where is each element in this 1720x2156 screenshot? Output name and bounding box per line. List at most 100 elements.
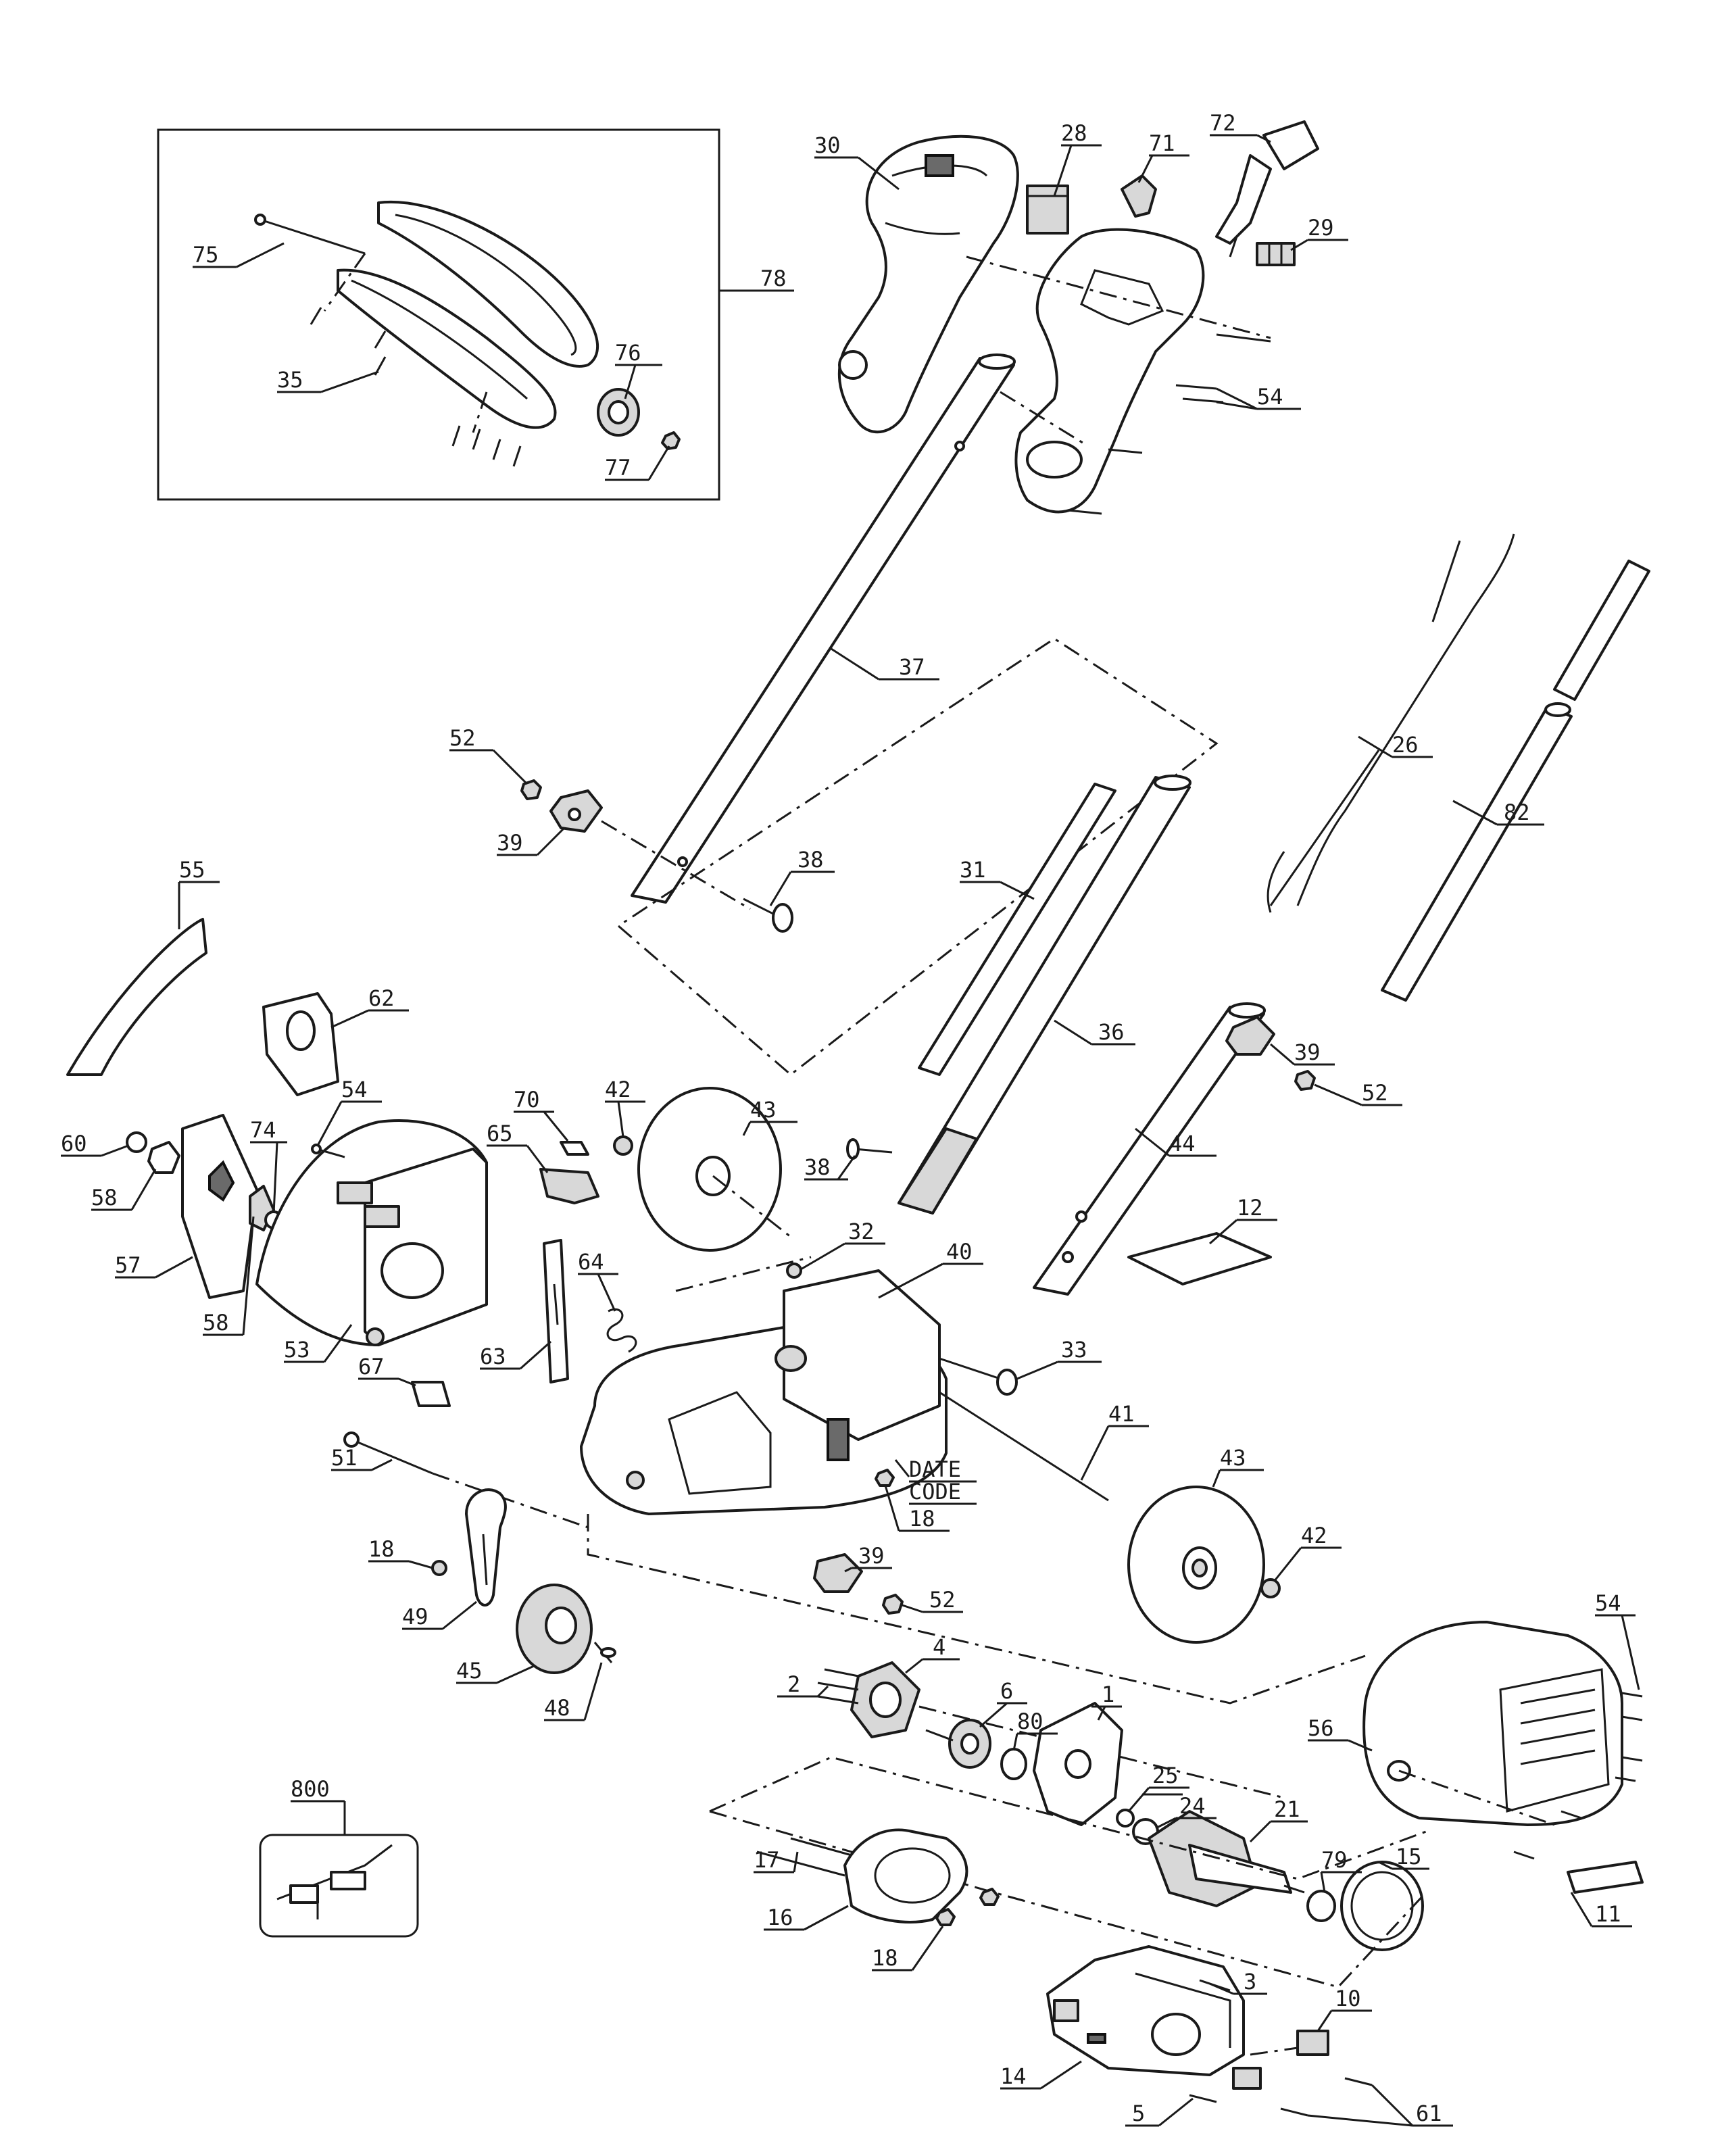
field-screws-17 <box>756 1837 852 1877</box>
label-17: 17 <box>754 1847 780 1873</box>
fan-baffle-part-15 <box>1340 1861 1424 1951</box>
label-40: 40 <box>946 1239 973 1265</box>
label-54c: 54 <box>1595 1590 1621 1616</box>
label-42a: 42 <box>605 1077 631 1102</box>
spring-part-64 <box>606 1308 637 1353</box>
connector-dash <box>1250 2047 1298 2056</box>
wheel-part-45 <box>516 1584 593 1674</box>
cover-screws-54 <box>1398 1692 1643 1860</box>
label-36: 36 <box>1098 1019 1125 1045</box>
cord-clamp-part <box>1121 174 1157 218</box>
terminal-block-part <box>1256 242 1296 266</box>
lower-tube-part <box>898 775 1191 1215</box>
nut-part-18c <box>935 1908 956 1926</box>
handle-cover-part <box>337 200 599 429</box>
washer-part-25 <box>1116 1809 1135 1828</box>
label-55: 55 <box>179 857 205 883</box>
label-52c: 52 <box>929 1587 956 1613</box>
motor-dash-centerline <box>587 1514 1366 1705</box>
label-part-67 <box>411 1381 451 1407</box>
label-74: 74 <box>250 1117 276 1143</box>
label-18b: 18 <box>368 1536 395 1562</box>
label-79: 79 <box>1321 1847 1348 1873</box>
blade-housing-part <box>255 1119 488 1346</box>
tube-group-dash-box <box>618 637 1219 1076</box>
label-43b: 43 <box>1220 1445 1246 1471</box>
field-part-16 <box>843 1828 968 1924</box>
label-82: 82 <box>1504 800 1530 825</box>
bolt-dash-link-51 <box>432 1472 589 1529</box>
field-dash-box-lower <box>709 1810 1427 1988</box>
blade-guard-flap-part <box>66 918 207 1076</box>
connector-part <box>1232 2067 1262 2090</box>
pins-part-61 <box>1280 2077 1373 2117</box>
label-67: 67 <box>358 1354 385 1379</box>
label-44: 44 <box>1169 1131 1196 1156</box>
label-3: 3 <box>1244 1969 1256 1994</box>
label-31: 31 <box>960 857 986 883</box>
label-54a: 54 <box>1257 384 1283 410</box>
lower-handle-tube-part <box>1033 1002 1266 1296</box>
label-10: 10 <box>1335 1986 1361 2011</box>
label-37: 37 <box>899 654 925 680</box>
motor-housing-part-14 <box>1046 1945 1245 2076</box>
service-kit-box <box>259 1834 419 1938</box>
label-11: 11 <box>1595 1901 1621 1927</box>
label-80: 80 <box>1017 1709 1043 1734</box>
knob-part-39a <box>549 789 603 833</box>
nut-part-52b <box>1294 1070 1316 1091</box>
label-30: 30 <box>814 132 841 158</box>
bolt-part-38b <box>846 1138 893 1160</box>
switch-part <box>1026 185 1069 235</box>
label-48: 48 <box>544 1695 570 1721</box>
label-24: 24 <box>1179 1793 1206 1819</box>
bearing-part-80 <box>1000 1748 1027 1780</box>
label-70: 70 <box>514 1087 540 1112</box>
nut-part-52c <box>882 1594 904 1615</box>
motor-cover-part <box>1362 1621 1623 1826</box>
wire-tube-part <box>1381 560 1650 1002</box>
label-53: 53 <box>284 1337 310 1363</box>
label-14: 14 <box>1000 2063 1027 2089</box>
label-52a: 52 <box>449 725 476 751</box>
knob-part-39c <box>813 1553 863 1593</box>
label-12: 12 <box>1237 1195 1263 1221</box>
label-75: 75 <box>193 242 219 268</box>
nut-part-52a <box>520 779 542 800</box>
handle-other-half-part <box>1014 228 1205 514</box>
label-49: 49 <box>402 1604 428 1630</box>
main-housing-part <box>580 1269 948 1515</box>
washer-part-60 <box>126 1131 147 1153</box>
label-18c: 18 <box>872 1945 898 1971</box>
callout-labels: 75 35 78 76 77 30 28 71 72 29 54 37 26 8… <box>61 110 1640 2127</box>
axle-part-41 <box>939 1391 1109 1502</box>
label-28: 28 <box>1061 120 1087 146</box>
gear-part-6 <box>925 1719 991 1769</box>
nut-part-77 <box>661 431 681 450</box>
label-18a: 18 <box>909 1506 935 1532</box>
label-6: 6 <box>1000 1678 1013 1704</box>
label-43a: 43 <box>750 1097 777 1123</box>
gear-screws-2 <box>817 1668 859 1705</box>
label-4: 4 <box>933 1634 945 1660</box>
service-kit-part <box>276 1844 393 1919</box>
nut-part-58a <box>147 1141 180 1174</box>
cover-screws <box>254 214 522 467</box>
switch-cover-part-10 <box>1296 2030 1329 2056</box>
bolt-part-51 <box>343 1431 433 1475</box>
depth-lever-part <box>539 1168 599 1204</box>
wheel-part-43b <box>1127 1486 1265 1644</box>
guard-bracket-part <box>262 992 339 1096</box>
label-60: 60 <box>61 1131 87 1156</box>
label-39a: 39 <box>497 830 523 856</box>
nut-part-32 <box>786 1263 802 1279</box>
label-56: 56 <box>1308 1715 1334 1741</box>
label-part-11 <box>1567 1861 1644 1894</box>
nut-part-18b <box>875 1469 895 1487</box>
label-15: 15 <box>1396 1844 1422 1869</box>
housing-screw-54a <box>311 1144 345 1158</box>
label-58b: 58 <box>203 1310 229 1336</box>
height-adjuster-part <box>465 1488 507 1607</box>
label-21: 21 <box>1274 1796 1300 1822</box>
date-code-leader <box>894 1459 910 1477</box>
